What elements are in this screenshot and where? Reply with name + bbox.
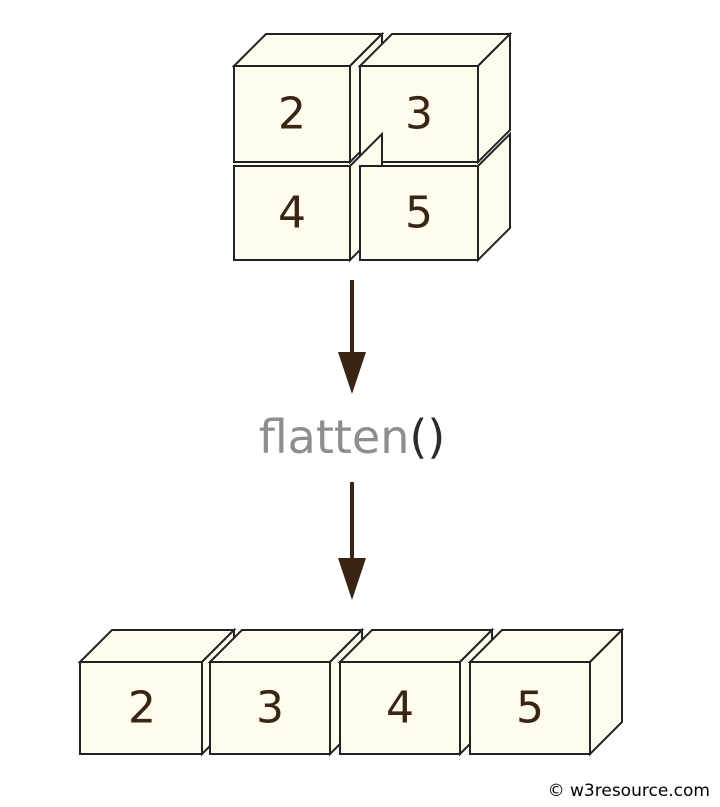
operation-label: flatten() [259,410,446,464]
cube-front-face [209,661,331,755]
down-arrow-1 [338,280,366,394]
output-cell-value: 3 [256,683,284,734]
input-matrix: 2 3 4 5 [231,31,513,263]
input-cell-value: 5 [405,188,433,239]
cube-front-face [339,661,461,755]
copyright-text: © w3resource.com [548,781,710,801]
output-array: 2 3 4 5 [77,627,625,757]
cube-front-face [233,65,351,163]
input-cell-value: 3 [405,89,433,140]
output-cell-value: 2 [128,683,156,734]
down-arrow-2 [338,482,366,600]
input-cell-value: 2 [278,89,306,140]
output-cell-value: 4 [386,683,414,734]
output-cube-4: 5 [467,627,625,757]
function-parens: () [409,410,445,464]
function-name: flatten [259,410,410,464]
cube-front-face [359,165,479,261]
input-cube-4: 5 [359,131,511,263]
input-cube-1: 2 [231,31,385,165]
input-cube-2: 3 [357,31,513,165]
input-cell-value: 4 [278,188,306,239]
output-cell-value: 5 [516,683,544,734]
cube-front-face [469,661,591,755]
cube-front-face [233,165,351,261]
cube-front-face [79,661,203,755]
